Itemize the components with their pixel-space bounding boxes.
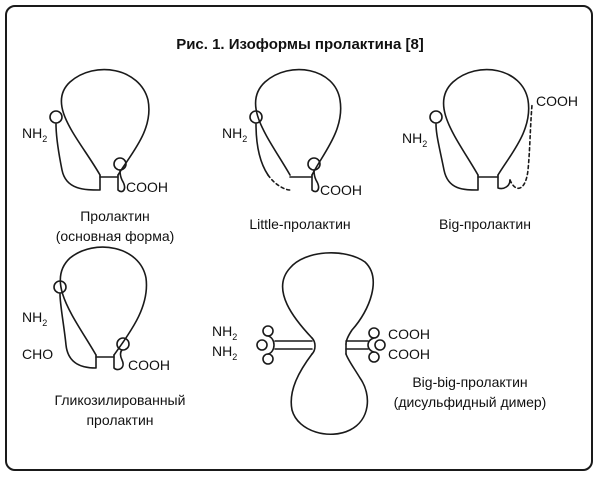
glyco-cooh-label: COOH	[128, 357, 170, 373]
glyco-nh2-chain	[59, 293, 97, 369]
nh2-label: NH2	[22, 125, 47, 144]
dimer-waist-left	[311, 337, 316, 355]
dimer-right-knot-link	[367, 337, 375, 353]
little-cleaved-segment	[267, 174, 291, 191]
big-loop	[442, 68, 530, 176]
big-extension-segment	[509, 104, 533, 190]
caption-big-big-prolactin: Big-big-пролактин (дисульфидный димер)	[370, 372, 570, 412]
little-prolactin-molecule: NH2 COOH	[222, 68, 362, 198]
dimer-nh2-label-1: NH2	[212, 323, 237, 342]
big-cooh-chain	[497, 174, 511, 190]
dimer-left-knot-1	[262, 325, 274, 337]
dimer-nh2-label-2: NH2	[212, 343, 237, 362]
little-nh2-chain	[255, 123, 269, 176]
little-loop	[254, 68, 342, 176]
little-nh2-circle	[249, 110, 263, 124]
big-prolactin-molecule: NH2 COOH	[402, 68, 578, 191]
figure-title: Рис. 1. Изоформы пролактина [8]	[176, 36, 424, 53]
cooh-chain	[117, 169, 126, 193]
prolactin-loop	[60, 68, 150, 176]
glyco-loop	[59, 246, 148, 356]
dimer-left-knot-link	[267, 335, 275, 355]
caption-glyco-line2: пролактин	[86, 412, 154, 428]
caption-little-prolactin: Little-пролактин	[220, 214, 380, 234]
caption-bigbig-line1: Big-big-пролактин	[412, 374, 528, 390]
big-nh2-circle	[429, 110, 443, 124]
caption-big-prolactin: Big-пролактин	[405, 214, 565, 234]
little-cooh-label: COOH	[320, 182, 362, 198]
dimer-cooh-label-2: COOH	[388, 346, 430, 362]
caption-big-line1: Big-пролактин	[439, 216, 531, 232]
little-cooh-chain	[311, 169, 320, 193]
glyco-nh2-label: NH2	[22, 309, 47, 328]
cooh-terminal-circle	[113, 157, 127, 171]
dimer-lower-loop	[290, 353, 369, 435]
figure-frame	[5, 5, 593, 471]
glyco-cho-label: CHO	[22, 346, 53, 362]
dimer-right-knot-3	[368, 351, 380, 363]
caption-prolactin: Пролактин (основная форма)	[20, 206, 210, 246]
nh2-chain	[55, 123, 101, 191]
dimer-cooh-label-1: COOH	[388, 326, 430, 342]
dimer-upper-loop	[281, 252, 374, 345]
dimer-left-knot-3	[262, 353, 274, 365]
dimer-right-knot-1	[368, 327, 380, 339]
little-cooh-circle	[307, 157, 321, 171]
big-big-prolactin-molecule: NH2 NH2 COOH COOH	[212, 252, 430, 435]
caption-little-line1: Little-пролактин	[249, 216, 351, 232]
caption-glycosylated-prolactin: Гликозилированный пролактин	[20, 390, 220, 430]
prolactin-main-molecule: NH2 COOH	[22, 68, 168, 195]
caption-bigbig-line2: (дисульфидный димер)	[393, 394, 547, 410]
caption-glyco-line1: Гликозилированный	[54, 392, 186, 408]
cooh-label: COOH	[126, 179, 168, 195]
nh2-terminal-circle	[49, 110, 63, 124]
caption-prolactin-line2: (основная форма)	[55, 228, 175, 244]
glyco-cooh-circle	[116, 337, 130, 351]
glyco-cooh-chain	[113, 349, 124, 371]
big-cooh-label: COOH	[536, 93, 578, 109]
little-nh2-label: NH2	[222, 125, 247, 144]
caption-prolactin-line1: Пролактин	[80, 208, 150, 224]
big-nh2-chain	[435, 123, 479, 191]
big-nh2-label: NH2	[402, 130, 427, 149]
glyco-nh2-circle	[53, 280, 67, 294]
dimer-right-knot-2	[374, 339, 386, 351]
dimer-left-knot-2	[256, 339, 268, 351]
glycosylated-prolactin-molecule: NH2 CHO COOH	[22, 246, 170, 373]
